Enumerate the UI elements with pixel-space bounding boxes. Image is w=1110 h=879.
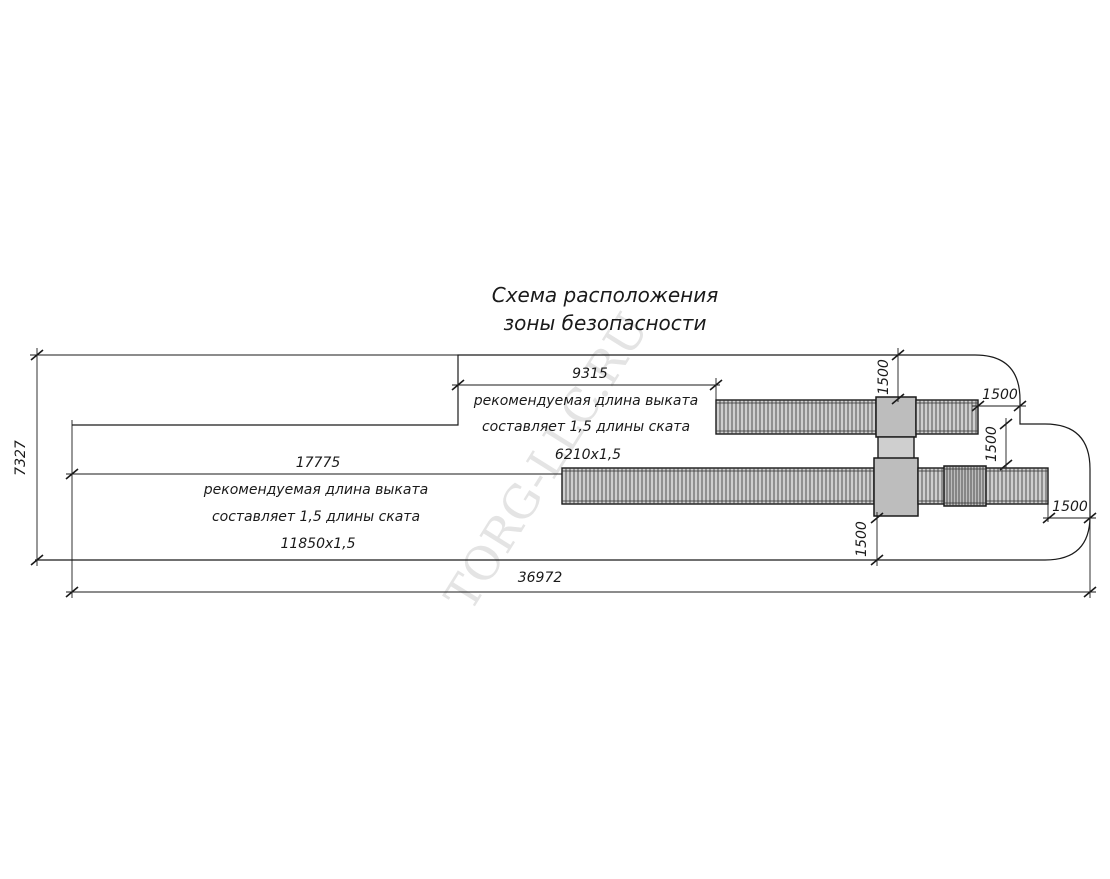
note-short-line-1: рекомендуемая длина выката <box>473 393 698 409</box>
upper-tower <box>875 396 917 438</box>
long-slide <box>561 467 875 505</box>
note-long-formula: 11850х1,5 <box>280 536 355 552</box>
dim-clearance-vertical-right-label: 1500 <box>984 426 1000 462</box>
note-short-formula: 6210х1,5 <box>555 447 621 463</box>
dim-short-slide-label: 9315 <box>572 366 608 382</box>
safety-zone-inner-step <box>72 354 898 426</box>
upper-right-walkway <box>915 399 979 435</box>
title-line-2: зоны безопасности <box>504 311 707 335</box>
title-line-1: Схема расположения <box>492 283 719 307</box>
dim-clearance-right-lower-label: 1500 <box>1052 499 1088 515</box>
lower-tower <box>873 457 919 517</box>
note-short-line-2: составляет 1,5 длины ската <box>482 419 690 435</box>
dim-clearance-right-upper-label: 1500 <box>982 387 1018 403</box>
note-long-line-2: составляет 1,5 длины ската <box>212 509 420 525</box>
dim-long-slide-label: 17775 <box>296 455 341 471</box>
dim-height-label: 7327 <box>13 440 29 476</box>
connecting-bridge <box>877 436 915 460</box>
safety-zone-outline <box>35 354 1091 561</box>
dim-clearance-top-label: 1500 <box>876 359 892 395</box>
dim-clearance-bottom-label: 1500 <box>854 521 870 557</box>
short-slide <box>715 399 877 435</box>
note-long-line-1: рекомендуемая длина выката <box>203 482 428 498</box>
dim-total-width-label: 36972 <box>518 570 563 586</box>
walkway-planks <box>916 400 1048 506</box>
